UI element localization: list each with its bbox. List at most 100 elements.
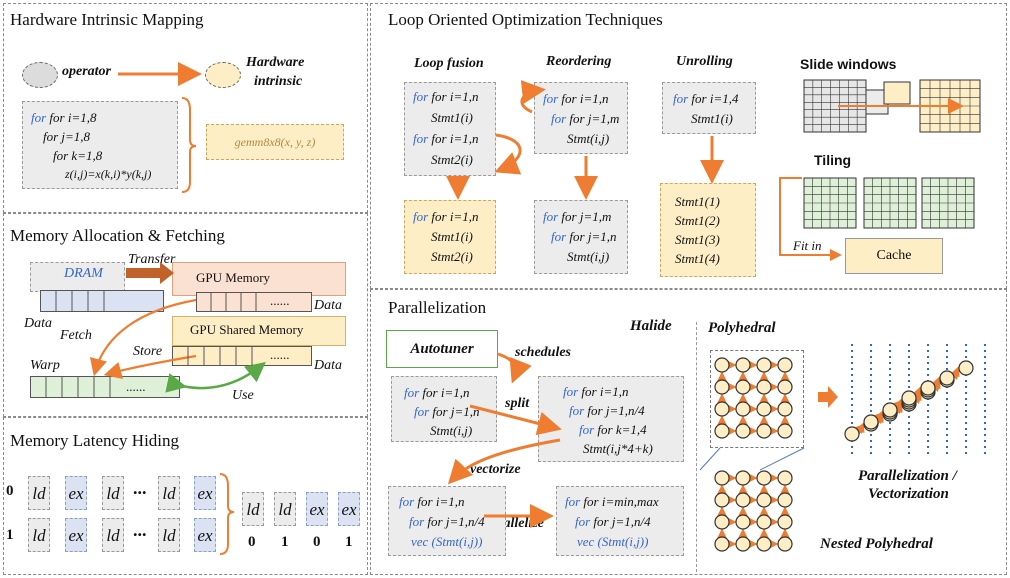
- nested-polyhedral-node: [756, 536, 772, 552]
- halide-code-b: for for i=1,n for for j=1,n/4 for for k=…: [538, 376, 684, 462]
- skewed-node: [920, 380, 936, 396]
- hw-code-line-1: for for i=1,8: [31, 110, 97, 125]
- halide-heading: Halide: [630, 318, 672, 334]
- store-label: Store: [133, 344, 163, 359]
- polyhedral-node: [735, 423, 751, 439]
- polyhedral-node: [714, 423, 730, 439]
- hw-code-line-4: z(i,j)=x(k,i)*y(k,j): [65, 167, 152, 181]
- code-b-line-3: for for k=1,4: [579, 422, 647, 437]
- parallelization-panel: [370, 289, 1007, 575]
- code-d-line-3: vec (Stmt(i,j)): [577, 534, 649, 549]
- hw-mapping-panel: [3, 3, 368, 213]
- shared-memory-label: GPU Shared Memory: [190, 322, 304, 337]
- nested-polyhedral-node: [756, 514, 772, 530]
- split-label: split: [505, 396, 530, 411]
- vectorize-label: vectorize: [470, 462, 521, 477]
- ex-cell: ex: [65, 518, 87, 552]
- reorder-before-line-3: Stmt(i,j): [567, 131, 610, 146]
- hw-mapping-title: Hardware Intrinsic Mapping: [10, 10, 204, 29]
- halide-code-c: for for i=1,n for for j=1,n/4 vec (Stmt(…: [388, 486, 506, 556]
- unroll-after-line-3: Stmt1(3): [675, 232, 720, 247]
- polyhedral-node: [756, 401, 772, 417]
- skewed-node: [863, 414, 879, 430]
- hw-code-line-3: for k=1,8: [53, 148, 103, 163]
- col-label-0: 0: [248, 534, 256, 550]
- code-c-line-2: for for j=1,n/4: [409, 514, 485, 529]
- latency-bracket: [219, 473, 235, 555]
- polyhedral-node: [735, 379, 751, 395]
- transfer-arrow-body: [126, 268, 162, 278]
- pv-label-line2: Vectorization: [868, 486, 949, 502]
- nested-polyhedral-node: [714, 536, 730, 552]
- skewed-node: [901, 390, 917, 406]
- transfer-label: Transfer: [128, 252, 176, 267]
- ld-cell: ld: [102, 518, 124, 552]
- reorder-after-line-3: Stmt(i,j): [567, 249, 610, 264]
- ex-cell: ex: [306, 492, 328, 526]
- loop-optimization-title: Loop Oriented Optimization Techniques: [388, 10, 663, 29]
- reorder-before-line-2: for for j=1,m: [551, 111, 620, 126]
- ld-cell: ld: [274, 492, 296, 526]
- autotuner-box: Autotuner: [386, 330, 498, 368]
- slide-window-mid-b: [883, 81, 911, 105]
- zoom-line-left: [699, 447, 721, 471]
- gpu-memory-dots: ......: [270, 293, 290, 308]
- ellipsis: ...: [133, 520, 147, 540]
- polyhedral-node: [777, 379, 793, 395]
- reorder-before-line-1: for for i=1,n: [543, 91, 609, 106]
- ld-cell: ld: [28, 518, 50, 552]
- nested-polyhedral-node: [714, 492, 730, 508]
- unroll-after-line-4: Stmt1(4): [675, 251, 720, 266]
- unroll-after-line-2: Stmt1(2): [675, 213, 720, 228]
- code-c-line-3: vec (Stmt(i,j)): [411, 534, 483, 549]
- ld-cell: ld: [242, 492, 264, 526]
- col-label-1: 1: [281, 534, 289, 550]
- transform-arrow-body: [818, 392, 828, 402]
- gpu-memory-data-label: Data: [314, 298, 342, 313]
- transform-arrow-head: [828, 386, 838, 408]
- nested-polyhedral-node: [735, 492, 751, 508]
- hw-code-line-2: for j=1,8: [43, 129, 91, 144]
- fusion-merge-arrow: [494, 133, 522, 175]
- operator-label: operator: [62, 64, 111, 79]
- gpu-memory-data-array: [196, 292, 312, 312]
- use-arrow: [165, 361, 266, 393]
- nested-polyhedral-node: [777, 536, 793, 552]
- fusion-before-line-2: Stmt1(i): [431, 110, 473, 125]
- fit-in-label: Fit in: [793, 238, 822, 253]
- col-label-0: 0: [313, 534, 321, 550]
- nested-polyhedral-node: [777, 470, 793, 486]
- skewed-node: [882, 402, 898, 418]
- skew-edge: [950, 366, 960, 379]
- dram-data-label: Data: [24, 316, 52, 331]
- fusion-before-line-3: for for i=1,n: [413, 131, 479, 146]
- dram-label: DRAM: [64, 266, 103, 281]
- fetch-label: Fetch: [60, 328, 92, 343]
- autotuner-label: Autotuner: [410, 341, 474, 357]
- polyhedral-node: [735, 357, 751, 373]
- zoom-line-right: [759, 447, 805, 471]
- store-arrow: [103, 354, 197, 380]
- gemm-label: gemm8x8(x, y, z): [234, 135, 316, 149]
- polyhedral-node: [735, 401, 751, 417]
- operator-ellipse: [22, 62, 58, 88]
- memory-allocation-panel: [3, 213, 368, 417]
- skew-edge: [854, 423, 866, 435]
- dram-data-array: [40, 290, 164, 312]
- unroll-before-line-2: Stmt1(i): [691, 111, 733, 126]
- skewed-node: [844, 426, 860, 442]
- gemm-intrinsic-box: gemm8x8(x, y, z): [206, 124, 344, 160]
- ex-cell: ex: [194, 476, 216, 510]
- polyhedral-node: [756, 357, 772, 373]
- nested-polyhedral-node: [735, 536, 751, 552]
- nested-polyhedral-node: [756, 470, 772, 486]
- warp-label: Warp: [30, 358, 60, 373]
- intrinsic-label-line2: intrinsic: [254, 74, 303, 89]
- tiling-heading: Tiling: [814, 152, 852, 168]
- ld-cell: ld: [158, 476, 180, 510]
- ld-cell: ld: [158, 518, 180, 552]
- nested-polyhedral-node: [777, 492, 793, 508]
- nested-polyhedral-node: [714, 514, 730, 530]
- row-label-1: 1: [6, 527, 14, 543]
- polyhedral-node: [714, 357, 730, 373]
